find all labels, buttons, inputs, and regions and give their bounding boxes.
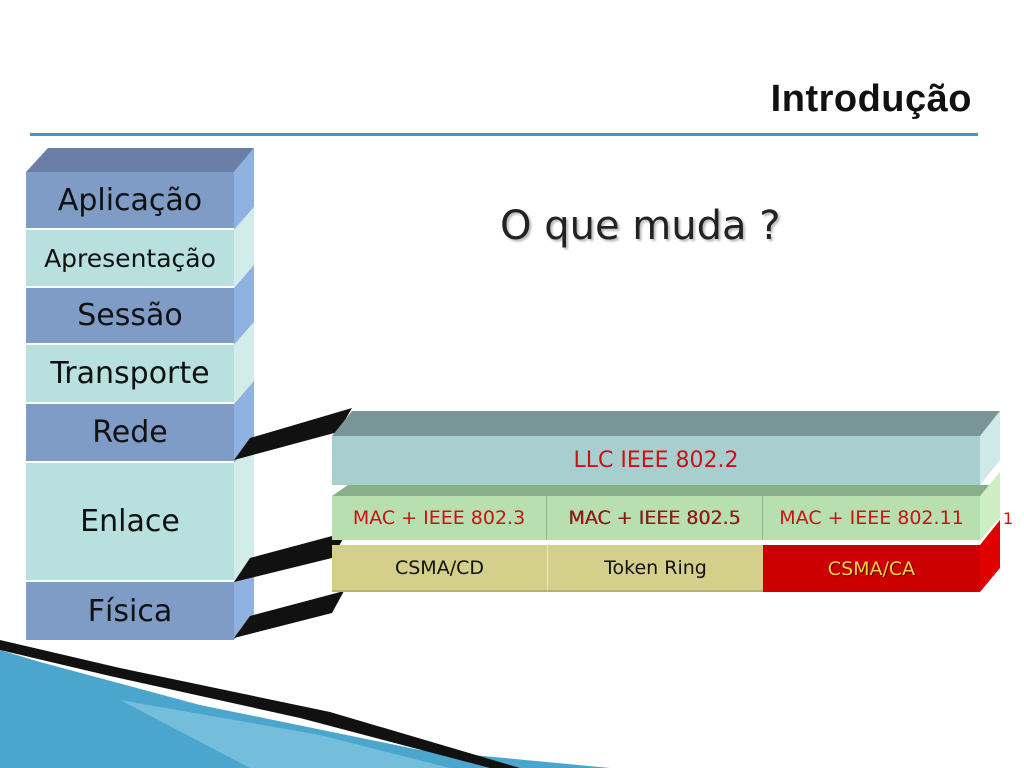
mac-80211-box: MAC + IEEE 802.11 — [763, 496, 980, 540]
osi-layer-enlace: Enlace — [26, 463, 234, 582]
osi-layer-apresentacao: Apresentação — [26, 230, 234, 288]
mac-80211-overflow-text: 1 — [1003, 509, 1014, 528]
page-title: Introdução — [770, 78, 972, 120]
mac-side-face — [980, 472, 1000, 540]
slide-subtitle: O que muda ? — [500, 203, 781, 249]
llc-box: LLC IEEE 802.2 — [332, 436, 980, 485]
csma-ca-side-face — [980, 520, 1000, 592]
osi-layer-transporte: Transporte — [26, 345, 234, 404]
csma-cd-box: CSMA/CD — [332, 545, 547, 592]
mac-top-face — [332, 485, 1000, 496]
osi-layer-fisica: Física — [26, 582, 234, 640]
osi-stack-top — [26, 148, 254, 172]
connector-to-mac — [234, 532, 347, 582]
token-ring-box: Token Ring — [547, 545, 763, 592]
mac-8025-box: MAC + IEEE 802.5 — [547, 496, 763, 540]
csma-ca-box: CSMA/CA — [763, 545, 980, 592]
mac-8025-overlay: MAC + IEEE 802.5 — [568, 507, 742, 529]
title-underline — [30, 133, 978, 136]
osi-layer-aplicacao: Aplicação — [26, 172, 234, 230]
swoosh-light — [120, 700, 450, 768]
swoosh-blue — [0, 650, 610, 768]
mac-8023-box: MAC + IEEE 802.3 — [332, 496, 547, 540]
osi-side-face — [234, 265, 254, 345]
osi-layer-rede: Rede — [26, 404, 234, 463]
connector-to-access — [234, 591, 344, 638]
mac-8025-label: MAC + IEEE 802.5 — [568, 507, 741, 529]
osi-side-face — [234, 440, 254, 582]
osi-side-face — [234, 322, 254, 404]
swoosh-black — [0, 640, 520, 768]
osi-side-face — [234, 148, 254, 230]
llc-side-face — [980, 411, 1000, 485]
osi-layer-sessao: Sessão — [26, 288, 234, 345]
connector-to-llc — [234, 408, 352, 460]
llc-top-face — [332, 411, 1000, 436]
osi-side-face — [234, 207, 254, 288]
